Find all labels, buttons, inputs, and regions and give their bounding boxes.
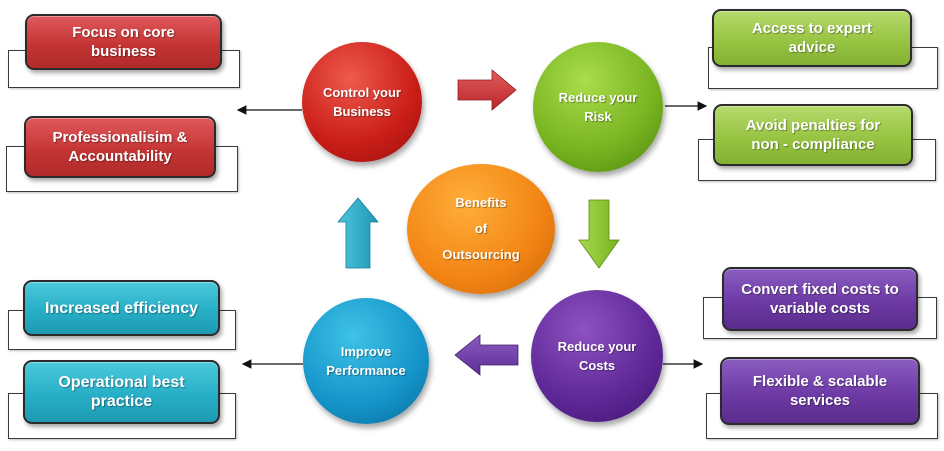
reduce-risk-circle: Reduce your Risk — [533, 42, 663, 172]
professionalism-box: Professionalisim & Accountability — [24, 116, 216, 178]
flexible-services-label: Flexible & scalable services — [752, 373, 888, 409]
professionalism-label: Professionalisim & Accountability — [52, 129, 188, 165]
increased-efficiency-label: Increased efficiency — [45, 299, 198, 317]
arrow-left — [454, 334, 519, 376]
convert-costs-label: Convert fixed costs to variable costs — [741, 281, 899, 317]
reduce-costs-label: Reduce your Costs — [557, 339, 637, 373]
arrow-right — [457, 69, 517, 111]
expert-advice-box: Access to expert advice — [712, 9, 912, 67]
focus-core-business-label: Focus on core business — [72, 24, 175, 60]
reduce-risk-label: Reduce your Risk — [558, 90, 638, 124]
control-business-circle: Control your Business — [302, 42, 422, 162]
benefits-outsourcing-label: Benefits of Outsourcing — [442, 195, 520, 262]
focus-core-business-box: Focus on core business — [25, 14, 222, 70]
avoid-penalties-label: Avoid penalties for non - compliance — [745, 117, 881, 153]
flexible-services-box: Flexible & scalable services — [720, 357, 920, 425]
reduce-costs-circle: Reduce your Costs — [531, 290, 663, 422]
improve-performance-label: Improve Performance — [326, 344, 406, 378]
convert-costs-box: Convert fixed costs to variable costs — [722, 267, 918, 331]
avoid-penalties-box: Avoid penalties for non - compliance — [713, 104, 913, 166]
arrow-down — [578, 199, 620, 269]
operational-best-practice-label: Operational best practice — [58, 374, 185, 410]
increased-efficiency-box: Increased efficiency — [23, 280, 220, 336]
expert-advice-label: Access to expert advice — [751, 20, 873, 56]
control-business-label: Control your Business — [323, 85, 401, 119]
improve-performance-circle: Improve Performance — [303, 298, 429, 424]
operational-best-practice-box: Operational best practice — [23, 360, 220, 424]
benefits-outsourcing-circle: Benefits of Outsourcing — [407, 164, 555, 294]
arrow-up — [337, 197, 379, 269]
